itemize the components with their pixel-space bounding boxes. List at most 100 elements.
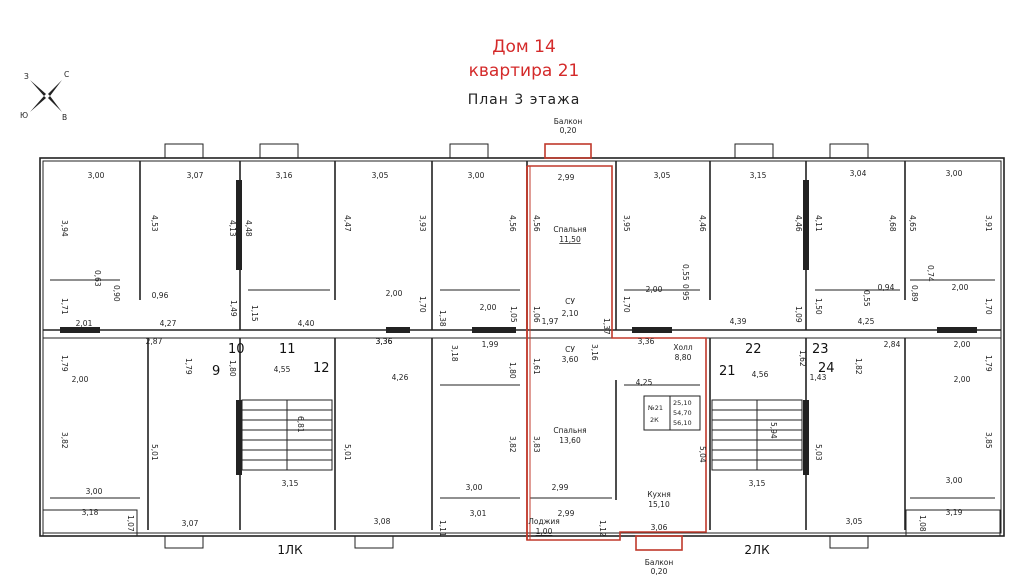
stairs-left bbox=[241, 399, 333, 471]
dimension-label: 1,70 bbox=[622, 296, 631, 313]
dimension-label: 3,36 bbox=[376, 337, 393, 346]
dimension-label: 2,00 bbox=[954, 340, 971, 349]
dimension-label: 1,38 bbox=[438, 310, 447, 327]
room-number: 23 bbox=[812, 342, 829, 357]
dimension-label: 4,55 bbox=[274, 365, 291, 374]
dimension-label: 0,55 bbox=[862, 290, 871, 307]
dimension-label: 3,05 bbox=[846, 517, 863, 526]
dimension-label: 2,00 bbox=[386, 289, 403, 298]
dimension-label: 3,00 bbox=[86, 487, 103, 496]
dimension-label: 3,07 bbox=[182, 519, 199, 528]
dimension-label: 4,46 bbox=[794, 215, 803, 232]
dimension-label: 1,09 bbox=[794, 306, 803, 323]
stairwell-1-label: 1ЛК bbox=[277, 543, 303, 557]
dimension-label: 1,79 bbox=[984, 355, 993, 372]
loggia-label: Лоджия bbox=[528, 517, 560, 526]
dimension-label: 3,16 bbox=[590, 344, 599, 361]
kitchen-label: Кухня bbox=[647, 490, 671, 499]
dimension-label: 1,70 bbox=[984, 298, 993, 315]
apt-number: №21 bbox=[647, 404, 663, 412]
dimension-label: 0,90 bbox=[112, 285, 121, 302]
dimension-label: 4,11 bbox=[814, 215, 823, 232]
top-balconies bbox=[164, 143, 869, 159]
room-number: 24 bbox=[818, 361, 835, 376]
apartment-21-outline bbox=[526, 165, 707, 541]
dimension-label: 2,99 bbox=[558, 509, 575, 518]
dimension-label: 3,94 bbox=[60, 220, 69, 237]
apartment-info: №21 2К 25,10 54,70 56,10 bbox=[643, 395, 701, 431]
floor-plan-title: План 3 этажа bbox=[468, 92, 581, 108]
house-title: Дом 14 bbox=[492, 37, 556, 57]
dimension-label: 1,49 bbox=[229, 300, 238, 317]
dimension-label: 1,08 bbox=[918, 515, 927, 532]
lower-dimensions: 1,79 2,87 1,79 1,80 4,55 3,36 4,26 3,18 … bbox=[60, 337, 993, 387]
dimension-label: 4,39 bbox=[730, 317, 747, 326]
dimension-label: 4,25 bbox=[636, 378, 653, 387]
dimension-label: 4,46 bbox=[698, 215, 707, 232]
bath2-label: СУ bbox=[565, 345, 575, 354]
dimension-label: 4,25 bbox=[858, 317, 875, 326]
bath1-area: 2,10 bbox=[562, 309, 579, 318]
dimension-label: 2,99 bbox=[552, 483, 569, 492]
dimension-label: 3,36 bbox=[638, 337, 655, 346]
dimension-label: 1,05 bbox=[509, 306, 518, 323]
dimension-label: 1,50 bbox=[814, 298, 823, 315]
dimension-label: 3,04 bbox=[850, 169, 867, 178]
dimension-label: 1,06 bbox=[532, 306, 541, 323]
dimension-label: 3,19 bbox=[946, 508, 963, 517]
dimension-label: 1,62 bbox=[798, 350, 807, 367]
compass-w: З bbox=[24, 72, 29, 81]
dimension-label: 3,15 bbox=[282, 479, 299, 488]
dimension-label: 2,01 bbox=[76, 319, 93, 328]
dimension-label: 1,82 bbox=[854, 358, 863, 375]
dimension-label: 1,79 bbox=[60, 355, 69, 372]
dimension-label: 1,97 bbox=[542, 317, 559, 326]
compass-e: В bbox=[62, 113, 67, 122]
hall-label: Холл bbox=[673, 343, 693, 352]
bedroom2-area: 13,60 bbox=[559, 436, 581, 445]
apartment-title: квартира 21 bbox=[469, 61, 580, 81]
dimension-label: 2,87 bbox=[146, 337, 163, 346]
compass-n: С bbox=[64, 70, 69, 79]
apt-area-total: 54,70 bbox=[673, 409, 692, 417]
room-number: 9 bbox=[212, 364, 220, 379]
dimension-label: 0,55 bbox=[681, 264, 690, 281]
dimension-label: 0,96 bbox=[152, 291, 169, 300]
dimension-label: 4,47 bbox=[343, 215, 352, 232]
dimension-label: 1,80 bbox=[508, 362, 517, 379]
stairs-right bbox=[711, 399, 803, 471]
dimension-label: 0,89 bbox=[910, 285, 919, 302]
dimension-label: 0,74 bbox=[926, 265, 935, 282]
dimension-label: 4,65 bbox=[908, 215, 917, 232]
balcony-bottom-area: 0,20 bbox=[651, 567, 668, 576]
dimension-label: 3,00 bbox=[88, 171, 105, 180]
dimension-label: 1,37 bbox=[602, 318, 611, 335]
dimension-label: 3,91 bbox=[984, 215, 993, 232]
dimension-label: 5,01 bbox=[343, 444, 352, 461]
dimension-label: 3,82 bbox=[508, 436, 517, 453]
dimension-label: 4,13 bbox=[228, 220, 237, 237]
bath1-label: СУ bbox=[565, 297, 575, 306]
hall-area: 8,80 bbox=[675, 353, 692, 362]
dimension-label: 3,00 bbox=[946, 476, 963, 485]
dimension-label: 3,07 bbox=[187, 171, 204, 180]
dimension-label: 1,12 bbox=[598, 520, 607, 537]
misc-dimensions: 0,63 0,90 0,96 1,71 1,15 2,00 1,70 1,38 … bbox=[60, 264, 993, 335]
dimension-label: 3,05 bbox=[654, 171, 671, 180]
bedroom1-area: 11,50 bbox=[559, 235, 581, 244]
dimension-label: 2,99 bbox=[558, 173, 575, 182]
dimension-label: 4,26 bbox=[392, 373, 409, 382]
dimension-label: 0,94 bbox=[878, 283, 895, 292]
dimension-label: 3,06 bbox=[651, 523, 668, 532]
dimension-label: 6,81 bbox=[296, 416, 305, 433]
dimension-label: 3,00 bbox=[466, 483, 483, 492]
dimension-label: 2,00 bbox=[72, 375, 89, 384]
apt-type: 2К bbox=[650, 416, 659, 424]
compass-icon: З С Ю В bbox=[20, 70, 69, 122]
ventilation-shafts bbox=[60, 180, 977, 475]
dimension-label: 3,95 bbox=[622, 215, 631, 232]
bottom-balconies bbox=[42, 509, 1001, 551]
dimension-label: 1,79 bbox=[184, 358, 193, 375]
stairwell-2-label: 2ЛК bbox=[744, 543, 770, 557]
dimension-label: 4,53 bbox=[150, 215, 159, 232]
